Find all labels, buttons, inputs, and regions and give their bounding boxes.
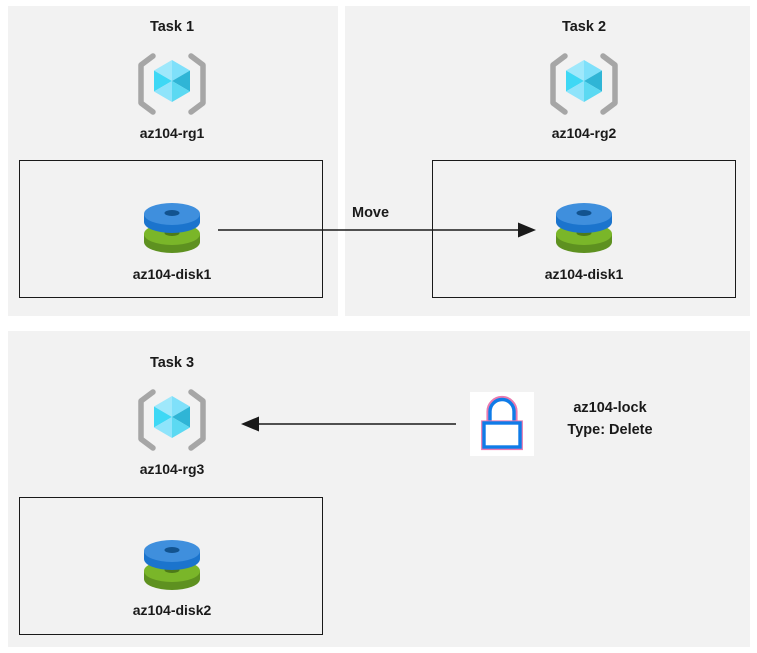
disk-label: az104-disk1 (544, 266, 624, 282)
managed-disk-icon (136, 529, 208, 601)
panel-task3 (8, 331, 750, 647)
lock-type-label: Type: Delete (567, 422, 653, 438)
lock-name-label: az104-lock (573, 400, 647, 416)
task3-title: Task 3 (149, 355, 195, 371)
move-arrow-label: Move (352, 205, 390, 221)
resource-group-icon (135, 388, 209, 452)
resource-group-boundary-task3 (19, 497, 323, 635)
move-arrow (218, 222, 536, 238)
task2-title: Task 2 (561, 19, 607, 35)
panel-task2 (345, 6, 750, 316)
managed-disk-icon (548, 192, 620, 264)
resource-group-icon (547, 52, 621, 116)
resource-group-boundary-task2 (432, 160, 736, 298)
resource-group-label: az104-rg1 (139, 125, 205, 141)
disk-label: az104-disk2 (132, 602, 212, 618)
resource-group-icon (135, 52, 209, 116)
task1-title: Task 1 (149, 19, 195, 35)
managed-disk-icon (136, 192, 208, 264)
panel-task1 (8, 6, 338, 316)
lock-arrow (241, 416, 456, 432)
resource-group-label: az104-rg2 (551, 125, 617, 141)
resource-group-label: az104-rg3 (139, 461, 205, 477)
lock-icon (470, 392, 534, 456)
resource-group-boundary-task1 (19, 160, 323, 298)
disk-label: az104-disk1 (132, 266, 212, 282)
